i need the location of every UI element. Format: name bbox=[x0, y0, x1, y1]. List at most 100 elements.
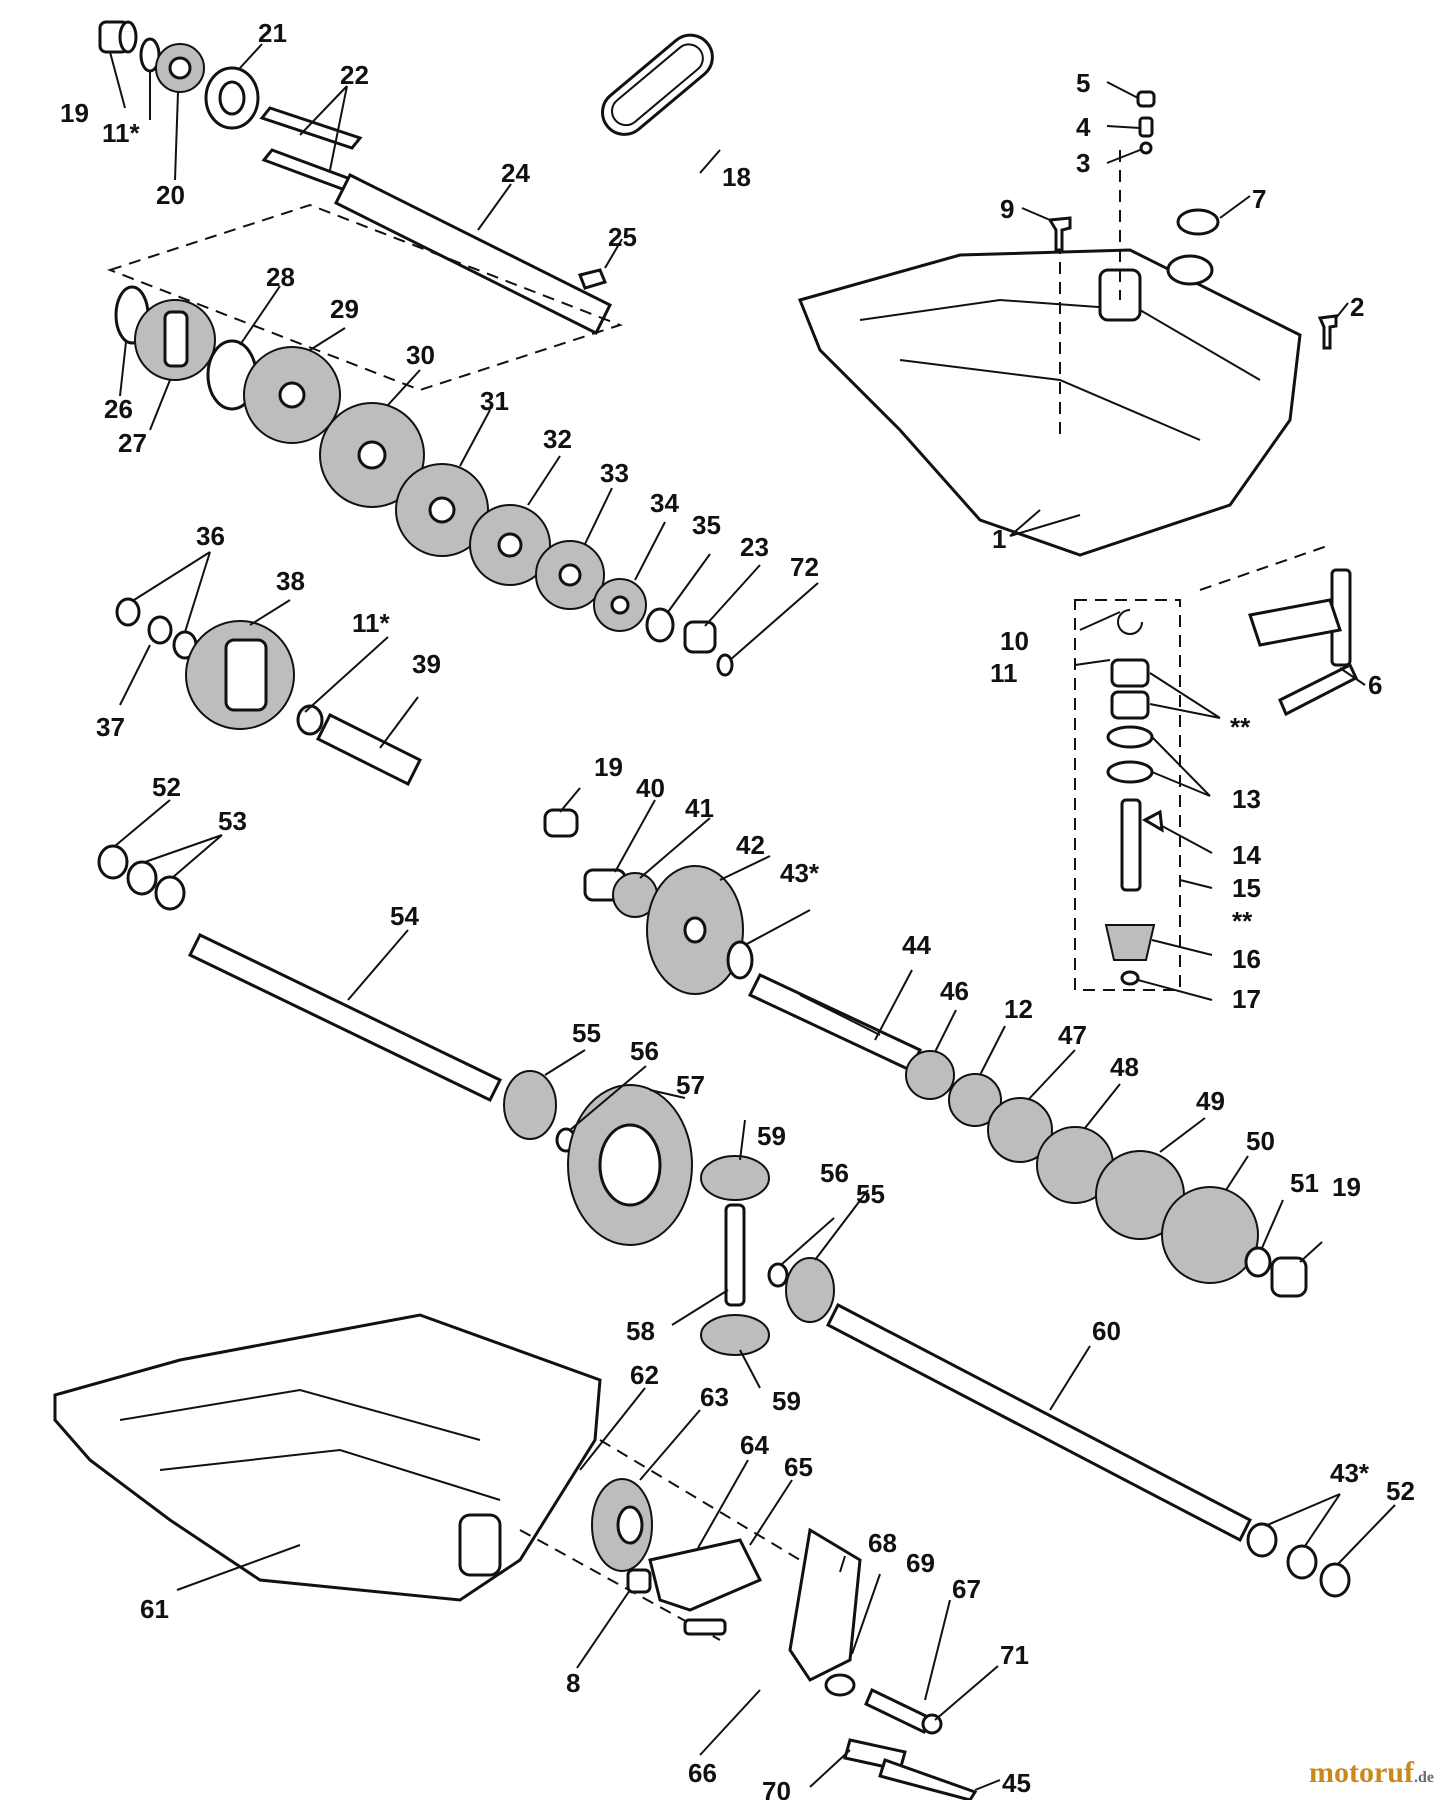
label-15: 15 bbox=[1232, 873, 1261, 903]
label-48: 48 bbox=[1110, 1052, 1139, 1082]
label-46: 46 bbox=[940, 976, 969, 1006]
label-34: 34 bbox=[650, 488, 679, 518]
assembly-frame-right bbox=[1059, 150, 1121, 440]
label-11-top: 11* bbox=[102, 118, 140, 148]
label-30: 30 bbox=[406, 340, 435, 370]
label-18: 18 bbox=[722, 162, 751, 192]
label-3: 3 bbox=[1076, 148, 1090, 178]
label-10: 10 bbox=[1000, 626, 1029, 656]
label-19-top: 19 bbox=[60, 98, 89, 128]
gear-row-upper bbox=[114, 285, 734, 677]
label-12: 12 bbox=[1004, 994, 1033, 1024]
leader-lines bbox=[109, 43, 1396, 1791]
bearing-21 bbox=[204, 66, 260, 130]
label-16: 16 bbox=[1232, 944, 1261, 974]
label-56-left: 56 bbox=[630, 1036, 659, 1066]
label-starstar-lower: ** bbox=[1232, 906, 1253, 936]
label-14: 14 bbox=[1232, 840, 1261, 870]
watermark-tld: .de bbox=[1414, 1769, 1434, 1786]
label-6: 6 bbox=[1368, 670, 1382, 700]
label-2: 2 bbox=[1350, 292, 1364, 322]
label-42: 42 bbox=[736, 830, 765, 860]
label-43-right: 43* bbox=[1330, 1458, 1370, 1488]
label-58: 58 bbox=[626, 1316, 655, 1346]
label-32: 32 bbox=[543, 424, 572, 454]
label-9: 9 bbox=[1000, 194, 1014, 224]
label-21: 21 bbox=[258, 18, 287, 48]
label-59-bottom: 59 bbox=[772, 1386, 801, 1416]
watermark-logo: motoruf.de bbox=[1309, 1756, 1434, 1790]
label-52-right: 52 bbox=[1386, 1476, 1415, 1506]
label-69: 69 bbox=[906, 1548, 935, 1578]
cluster-gear-38 bbox=[115, 597, 423, 787]
label-64: 64 bbox=[740, 1430, 769, 1460]
label-72: 72 bbox=[790, 552, 819, 582]
label-40: 40 bbox=[636, 773, 665, 803]
label-55-left: 55 bbox=[572, 1018, 601, 1048]
label-26: 26 bbox=[104, 394, 133, 424]
label-29: 29 bbox=[330, 294, 359, 324]
label-52-left: 52 bbox=[152, 772, 181, 802]
label-61: 61 bbox=[140, 1594, 169, 1624]
lower-linkage bbox=[519, 1439, 978, 1800]
label-50: 50 bbox=[1246, 1126, 1275, 1156]
label-7: 7 bbox=[1252, 184, 1266, 214]
lever-6 bbox=[1199, 544, 1358, 717]
assembly-frame-top bbox=[107, 203, 623, 392]
label-11-mid: 11* bbox=[352, 608, 390, 638]
shaft-24 bbox=[333, 172, 613, 336]
label-1: 1 bbox=[992, 524, 1006, 554]
label-51: 51 bbox=[1290, 1168, 1319, 1198]
label-41: 41 bbox=[685, 793, 714, 823]
label-36: 36 bbox=[196, 521, 225, 551]
gear-20 bbox=[155, 43, 205, 93]
label-11: 11 bbox=[990, 658, 1018, 688]
label-66: 66 bbox=[688, 1758, 717, 1788]
assembly-box-15 bbox=[1074, 599, 1181, 991]
label-20: 20 bbox=[156, 180, 185, 210]
label-67: 67 bbox=[952, 1574, 981, 1604]
parts-40-43 bbox=[543, 808, 754, 995]
label-24: 24 bbox=[501, 158, 530, 188]
label-43-mid: 43* bbox=[780, 858, 820, 888]
bushing-19-top bbox=[98, 20, 138, 54]
parts-artwork bbox=[53, 20, 1358, 1800]
watermark-brand: motoruf bbox=[1309, 1756, 1414, 1789]
label-35: 35 bbox=[692, 510, 721, 540]
label-60: 60 bbox=[1092, 1316, 1121, 1346]
housing-1-upper bbox=[797, 248, 1302, 557]
column-parts bbox=[1104, 609, 1164, 986]
label-44: 44 bbox=[902, 930, 931, 960]
label-59-top: 59 bbox=[757, 1121, 786, 1151]
label-33: 33 bbox=[600, 458, 629, 488]
part-labels: 19 11* 20 21 22 24 18 25 5 4 3 9 7 2 26 … bbox=[60, 18, 1415, 1800]
label-5: 5 bbox=[1076, 68, 1090, 98]
label-22: 22 bbox=[340, 60, 369, 90]
label-17: 17 bbox=[1232, 984, 1261, 1014]
label-38: 38 bbox=[276, 566, 305, 596]
key-25 bbox=[577, 268, 608, 290]
housing-61-lower bbox=[53, 1313, 602, 1602]
label-62: 62 bbox=[630, 1360, 659, 1390]
label-65: 65 bbox=[784, 1452, 813, 1482]
label-45: 45 bbox=[1002, 1768, 1031, 1798]
label-47: 47 bbox=[1058, 1020, 1087, 1050]
label-55-right: 55 bbox=[856, 1179, 885, 1209]
label-56-right: 56 bbox=[820, 1158, 849, 1188]
label-28: 28 bbox=[266, 262, 295, 292]
label-54: 54 bbox=[390, 901, 419, 931]
label-23: 23 bbox=[740, 532, 769, 562]
label-63: 63 bbox=[700, 1382, 729, 1412]
shaft-54 bbox=[97, 844, 503, 1102]
label-53: 53 bbox=[218, 806, 247, 836]
label-4: 4 bbox=[1076, 112, 1091, 142]
label-37: 37 bbox=[96, 712, 125, 742]
label-39: 39 bbox=[412, 649, 441, 679]
label-71: 71 bbox=[1000, 1640, 1029, 1670]
label-31: 31 bbox=[480, 386, 509, 416]
label-68: 68 bbox=[868, 1528, 897, 1558]
label-19-mid: 19 bbox=[594, 752, 623, 782]
label-19-right: 19 bbox=[1332, 1172, 1361, 1202]
label-70: 70 bbox=[762, 1776, 791, 1800]
